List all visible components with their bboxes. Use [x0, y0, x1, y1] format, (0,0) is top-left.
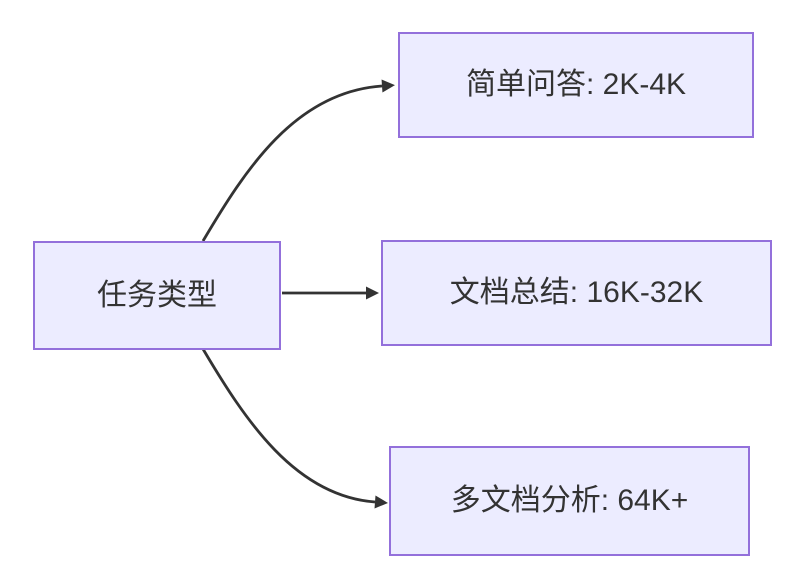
node-task-type: 任务类型 — [33, 241, 281, 350]
node-multi-doc-analysis-label: 多文档分析: 64K+ — [450, 484, 689, 517]
node-task-type-label: 任务类型 — [97, 278, 217, 312]
edge-source-to-simple-qa — [201, 79, 395, 242]
node-doc-summary-label: 文档总结: 16K-32K — [449, 276, 704, 309]
node-simple-qa: 简单问答: 2K-4K — [398, 32, 754, 138]
node-simple-qa-label: 简单问答: 2K-4K — [465, 68, 687, 101]
node-multi-doc-analysis: 多文档分析: 64K+ — [389, 446, 750, 556]
node-doc-summary: 文档总结: 16K-32K — [381, 240, 772, 346]
edge-source-to-multi-doc — [201, 348, 388, 509]
